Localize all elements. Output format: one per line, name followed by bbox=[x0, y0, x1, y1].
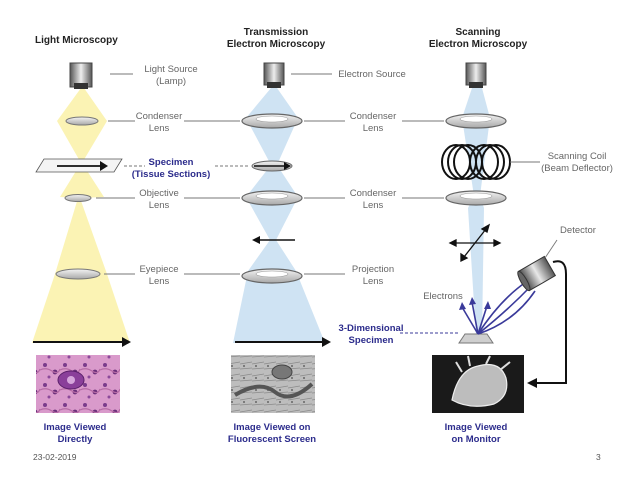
light-source-label: Light Source bbox=[144, 64, 198, 75]
sem-heading-line2: Electron Microscopy bbox=[428, 39, 528, 50]
specimen-sub-label: (Tissue Sections) bbox=[131, 169, 211, 180]
slide-date: 23-02-2019 bbox=[33, 452, 77, 462]
sem-caption-line1: Image Viewed bbox=[444, 422, 508, 433]
scanning-electron-microscope bbox=[400, 62, 567, 413]
tem-heading-line1: Transmission bbox=[243, 27, 309, 38]
light-caption-line1: Image Viewed bbox=[43, 422, 107, 433]
specimen-3d-sub-label: Specimen bbox=[348, 335, 394, 346]
deflection-arrows-icon bbox=[448, 223, 502, 263]
sem-condenser-top-sub-label: Lens bbox=[362, 123, 384, 134]
slide-number: 3 bbox=[596, 452, 601, 462]
eyepiece-label: Eyepiece bbox=[139, 264, 179, 275]
light-microscopy-heading: Light Microscopy bbox=[35, 35, 118, 46]
objective-label: Objective bbox=[139, 188, 179, 199]
sem-electron-source-icon bbox=[465, 62, 487, 86]
tem-caption-line2: Fluorescent Screen bbox=[227, 434, 317, 445]
condenser-lens-icon bbox=[65, 116, 99, 126]
sem-heading-line1: Scanning bbox=[455, 27, 501, 38]
tem-caption-line1: Image Viewed on bbox=[233, 422, 311, 433]
detector-label: Detector bbox=[560, 225, 596, 236]
eyepiece-sub-label: Lens bbox=[148, 276, 170, 287]
scanning-coil-sub-label: (Beam Deflector) bbox=[541, 163, 613, 174]
objective-lens-icon bbox=[64, 194, 92, 202]
specimen-3d-label: 3-Dimensional bbox=[338, 323, 404, 334]
tem-image bbox=[231, 355, 315, 413]
electron-source-icon bbox=[263, 62, 285, 86]
light-beam bbox=[32, 88, 130, 343]
sem-condenser-mid-sub-label: Lens bbox=[362, 200, 384, 211]
electrons-label: Electrons bbox=[423, 291, 463, 302]
objective-sub-label: Lens bbox=[148, 200, 170, 211]
projection-label: Projection bbox=[351, 264, 395, 275]
eyepiece-lens-icon bbox=[55, 268, 101, 280]
light-microscope bbox=[32, 62, 145, 413]
condenser-sub-label: Lens bbox=[148, 123, 170, 134]
transmission-electron-microscope bbox=[184, 62, 345, 413]
light-caption-line2: Directly bbox=[57, 434, 93, 445]
electron-paths-icon bbox=[461, 281, 536, 335]
sem-caption-line2: on Monitor bbox=[451, 434, 501, 445]
electron-beam-sem bbox=[462, 88, 490, 336]
detector-cable bbox=[537, 260, 567, 384]
sem-condenser-top-label: Condenser bbox=[349, 111, 397, 122]
electron-source-label: Electron Source bbox=[338, 69, 406, 80]
detector-icon bbox=[517, 255, 557, 292]
sem-condenser-mid-label: Condenser bbox=[349, 188, 397, 199]
light-source-sub-label: (Lamp) bbox=[155, 76, 187, 87]
scanning-coil-label: Scanning Coil bbox=[547, 151, 607, 162]
projection-sub-label: Lens bbox=[362, 276, 384, 287]
condenser-label: Condenser bbox=[135, 111, 183, 122]
tem-heading-line2: Electron Microscopy bbox=[226, 39, 326, 50]
sem-specimen-icon bbox=[458, 333, 494, 344]
specimen-label: Specimen bbox=[148, 157, 194, 168]
